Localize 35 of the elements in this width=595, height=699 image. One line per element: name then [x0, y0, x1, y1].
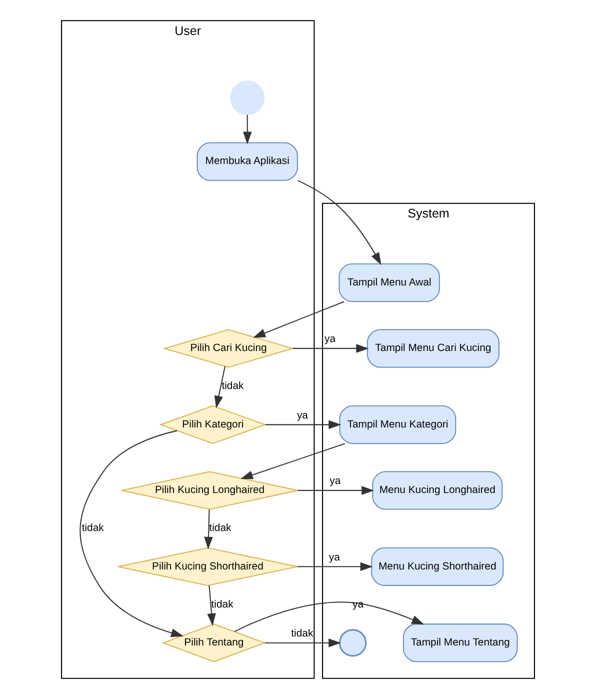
arrow: [240, 443, 345, 480]
node-diamond: Pilih Kucing Shorthaired: [117, 547, 298, 586]
edge-label: tidak: [81, 523, 104, 534]
node-box: Membuka Aplikasi: [196, 142, 298, 181]
node-box: Menu Kucing Longhaired: [372, 471, 502, 510]
node-box: Tampil Menu Kategori: [338, 405, 456, 444]
edge-label: ya: [329, 476, 340, 488]
edge-label: tidak: [221, 381, 244, 392]
edge-label: tidak: [210, 599, 233, 610]
arrow: [214, 366, 226, 408]
node-circle: [338, 629, 366, 657]
arrow: [252, 301, 344, 338]
arrow: [79, 430, 184, 638]
arrow: [297, 180, 381, 266]
arrow: [206, 585, 216, 626]
arrow: [264, 420, 341, 430]
node-diamond: Pilih Kategori: [158, 405, 266, 444]
node-box: Tampil Menu Awal: [338, 263, 440, 302]
edge-label: ya: [296, 410, 308, 422]
arrow: [292, 344, 368, 353]
arrow: [297, 486, 374, 495]
edge-label: tidak: [208, 523, 231, 534]
arrow: [242, 114, 252, 144]
arrow: [264, 638, 341, 648]
node-box: Menu Kucing Shorthaired: [370, 547, 504, 586]
node-box: Tampil Menu Cari Kucing: [366, 329, 499, 368]
edge-label: tidak: [290, 628, 313, 640]
node-box: Tampil Menu Tentang: [402, 624, 518, 662]
node-diamond: Pilih Tentang: [161, 624, 266, 662]
arrow: [204, 509, 212, 550]
arrow: [234, 602, 424, 632]
node-circle: [230, 80, 264, 116]
arrow: [296, 562, 372, 572]
edge-label: ya: [324, 334, 336, 346]
edge-label: ya: [328, 552, 340, 564]
